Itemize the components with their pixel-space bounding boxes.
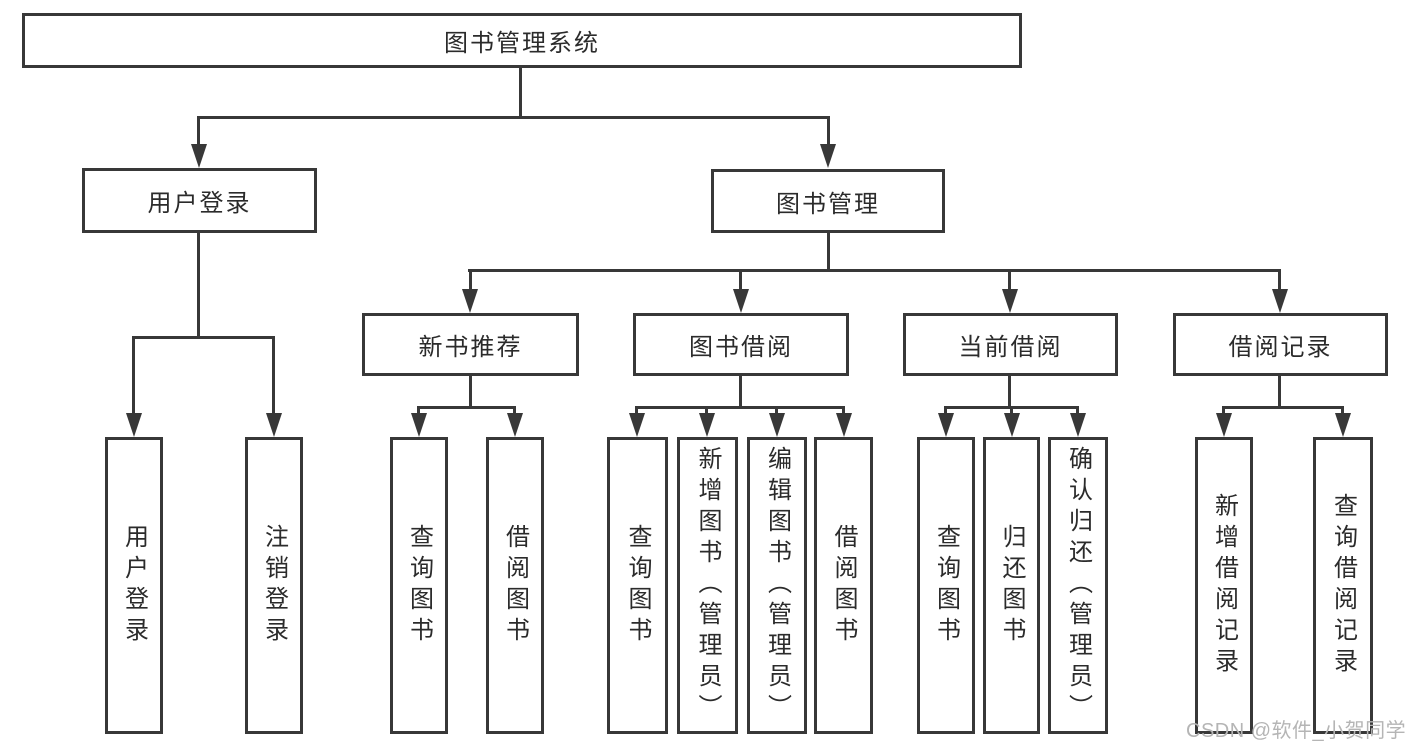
connector-line	[197, 116, 200, 146]
connector-line	[705, 406, 708, 416]
leaf-borrow-books: 借阅图书	[486, 437, 544, 734]
connector-line	[1008, 269, 1011, 290]
leaf-logout: 注销登录	[245, 437, 303, 734]
connector-line	[132, 336, 275, 339]
connector-line	[1010, 406, 1013, 416]
arrow-down-icon	[733, 289, 749, 313]
arrow-down-icon	[938, 413, 954, 437]
connector-line	[1222, 406, 1344, 409]
arrow-down-icon	[769, 413, 785, 437]
leaf-confirm-return-admin: 确认归还（管理员）	[1048, 437, 1108, 734]
node-current-borrow: 当前借阅	[903, 313, 1118, 376]
leaf-query-books: 查询图书	[390, 437, 448, 734]
connector-line	[272, 336, 275, 414]
leaf-label: 新增借阅记录	[1210, 492, 1238, 679]
leaf-label: 确认归还（管理员）	[1064, 446, 1092, 725]
node-new-book-recommend: 新书推荐	[362, 313, 579, 376]
connector-line	[827, 233, 830, 272]
leaf-label: 注销登录	[260, 523, 288, 648]
connector-line	[1278, 376, 1281, 409]
node-label: 借阅记录	[1228, 334, 1333, 361]
csdn-watermark: CSDN @软件_小贺同学	[1186, 720, 1405, 742]
node-label: 用户登录	[147, 190, 252, 217]
node-book-management: 图书管理	[711, 169, 945, 233]
connector-line	[132, 336, 135, 414]
leaf-query-books: 查询图书	[917, 437, 975, 734]
leaf-label: 编辑图书（管理员）	[763, 446, 791, 725]
node-label: 图书管理	[776, 190, 880, 218]
node-root-label: 图书管理系统	[444, 30, 600, 57]
arrow-down-icon	[1272, 289, 1288, 313]
leaf-label: 用户登录	[120, 523, 148, 648]
node-user-login: 用户登录	[82, 168, 317, 233]
connector-line	[842, 406, 845, 416]
connector-line	[417, 406, 516, 409]
connector-line	[1222, 406, 1225, 416]
node-borrow-records: 借阅记录	[1173, 313, 1388, 376]
connector-line	[1341, 406, 1344, 416]
arrow-down-icon	[1002, 289, 1018, 313]
arrow-down-icon	[507, 413, 523, 437]
leaf-borrow-books: 借阅图书	[814, 437, 873, 734]
arrow-down-icon	[1335, 413, 1351, 437]
arrow-down-icon	[1004, 413, 1020, 437]
leaf-label: 查询借阅记录	[1329, 492, 1357, 679]
node-label: 当前借阅	[958, 334, 1063, 361]
connector-line	[469, 269, 472, 290]
leaf-label: 查询图书	[624, 523, 651, 648]
connector-line	[1278, 269, 1281, 290]
leaf-edit-books-admin: 编辑图书（管理员）	[747, 437, 807, 734]
leaf-label: 查询图书	[932, 523, 960, 648]
connector-line	[775, 406, 778, 416]
connector-line	[635, 406, 638, 416]
leaf-query-books: 查询图书	[607, 437, 668, 734]
arrow-down-icon	[836, 413, 852, 437]
connector-line	[468, 269, 1281, 272]
connector-line	[827, 116, 830, 146]
leaf-user-login: 用户登录	[105, 437, 163, 734]
leaf-label: 新增图书（管理员）	[694, 446, 721, 725]
arrow-down-icon	[1216, 413, 1232, 437]
arrow-down-icon	[820, 144, 836, 168]
connector-line	[635, 406, 845, 409]
arrow-down-icon	[126, 413, 142, 437]
leaf-add-borrow-record: 新增借阅记录	[1195, 437, 1253, 734]
connector-line	[513, 406, 516, 416]
connector-line	[417, 406, 420, 416]
leaf-label: 借阅图书	[830, 523, 857, 648]
connector-line	[739, 269, 742, 290]
node-root: 图书管理系统	[22, 13, 1022, 68]
arrow-down-icon	[629, 413, 645, 437]
node-book-borrow: 图书借阅	[633, 313, 849, 376]
connector-line	[519, 68, 522, 117]
leaf-query-borrow-record: 查询借阅记录	[1313, 437, 1373, 734]
arrow-down-icon	[191, 144, 207, 168]
connector-line	[1008, 376, 1011, 409]
connector-line	[1076, 406, 1079, 416]
connector-line	[197, 116, 830, 119]
connector-line	[197, 233, 200, 338]
connector-line	[469, 376, 472, 409]
leaf-add-books-admin: 新增图书（管理员）	[677, 437, 738, 734]
leaf-label: 查询图书	[405, 523, 433, 648]
arrow-down-icon	[699, 413, 715, 437]
arrow-down-icon	[411, 413, 427, 437]
leaf-label: 归还图书	[998, 523, 1025, 648]
connector-line	[739, 376, 742, 409]
node-label: 新书推荐	[418, 334, 523, 361]
leaf-label: 借阅图书	[501, 523, 529, 648]
arrow-down-icon	[462, 289, 478, 313]
arrow-down-icon	[1070, 413, 1086, 437]
leaf-return-books: 归还图书	[983, 437, 1040, 734]
node-label: 图书借阅	[689, 334, 793, 361]
arrow-down-icon	[266, 413, 282, 437]
connector-line	[944, 406, 947, 416]
